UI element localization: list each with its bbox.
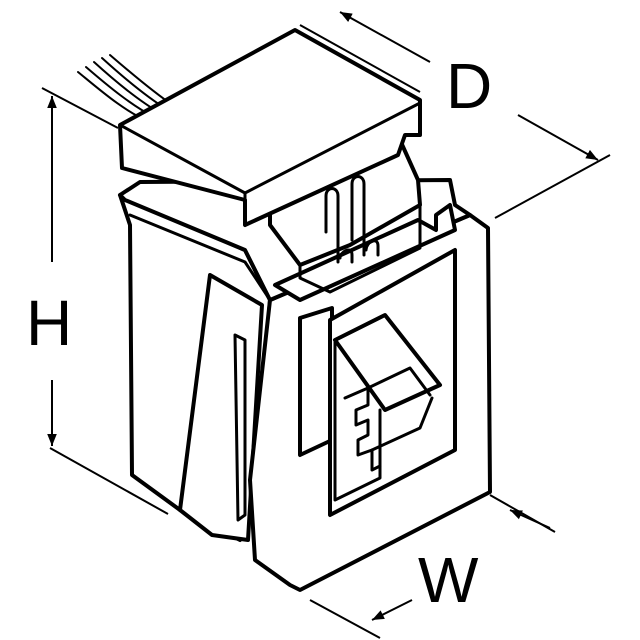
label-w: W xyxy=(418,544,479,616)
label-d: D xyxy=(446,50,492,122)
top-cap xyxy=(118,28,422,227)
dimension-d: D xyxy=(299,11,611,219)
dimension-h: H xyxy=(26,87,169,515)
jack-opening xyxy=(333,313,442,502)
dimension-w: W xyxy=(309,494,556,639)
label-h: H xyxy=(26,287,72,359)
